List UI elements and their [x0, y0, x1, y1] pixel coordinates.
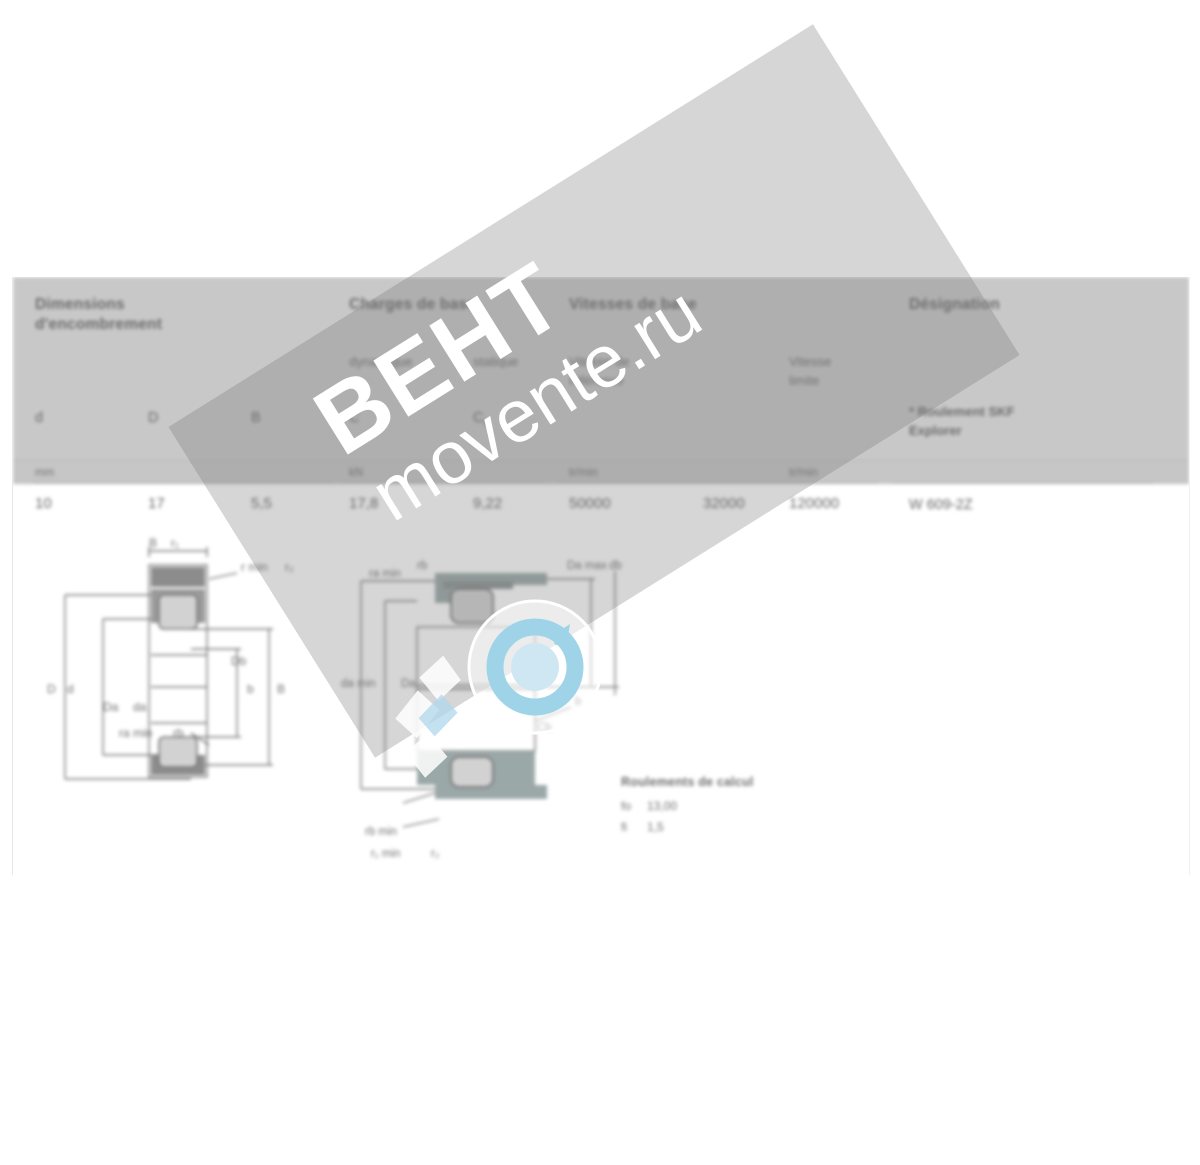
label-rb: rb — [173, 726, 184, 740]
cell-C0: 9,22 — [473, 495, 503, 512]
row-rule-charges — [343, 482, 543, 483]
bearing-mounting-drawing: ra min rb da min Da Da max db b Cb rb mi… — [339, 535, 639, 865]
unit-trmin-reference: tr/min — [569, 467, 598, 479]
group-title-dimensions-line1: Dimensions — [35, 296, 125, 313]
sublabel-statique: statique — [473, 354, 519, 369]
cell-B: 5,5 — [251, 495, 272, 512]
calc-note-block: Roulements de calcul fo 13,00 fi 1,5 — [621, 775, 754, 838]
sublabel-vitesse-reference-1: Vitesse de — [569, 354, 630, 369]
bearing-cross-section-drawing: B r₁ r min r₂ D d Da da ra min rb Db b B — [41, 537, 321, 797]
bearing-mounting-svg: ra min rb da min Da Da max db b Cb rb mi… — [341, 560, 622, 860]
symbol-d: d — [35, 410, 44, 426]
m-label-Cb: Cb — [537, 722, 552, 734]
sublabel-vitesse-limite-2: limite — [789, 373, 820, 388]
m-label-r2: r₂ — [431, 848, 439, 860]
symbol-B: B — [251, 410, 261, 426]
print-scan-layer: Dimensions d'encombrement Charges de bas… — [13, 277, 1189, 875]
m-label-da-min: da min — [341, 678, 376, 690]
designation-note-line2: Explorer — [909, 422, 962, 438]
group-title-dimensions-line2: d'encombrement — [35, 316, 163, 334]
sublabel-dynamique: dynamique — [349, 354, 413, 369]
label-r-min: r min — [241, 560, 268, 574]
label-D: D — [47, 682, 56, 696]
label-Da: Da — [103, 700, 119, 714]
calc-note-title: Roulements de calcul — [621, 775, 754, 789]
label-Cb: B — [277, 682, 285, 696]
m-label-rb-min: rb min — [365, 826, 397, 838]
symbol-D: D — [148, 410, 159, 426]
cell-designation: W 609-2Z — [909, 497, 973, 513]
label-b: b — [247, 682, 254, 696]
unit-trmin-limite: tr/min — [789, 467, 818, 479]
cell-n-extra: 120000 — [789, 495, 840, 512]
designation-note-line1: * Roulement SKF — [909, 404, 1015, 419]
symbol-C: C — [349, 410, 360, 426]
cell-vitesse-limite: 32000 — [703, 495, 745, 512]
cell-vitesse-reference: 50000 — [569, 495, 611, 512]
unit-kN: kN — [349, 467, 364, 479]
table-header-band — [13, 277, 1189, 484]
group-title-designation: Désignation — [909, 295, 1149, 315]
m-label-Da-max: Da max — [567, 560, 607, 572]
calc-note-row-1: fi 1,5 — [621, 817, 754, 838]
row-rule-dimensions — [33, 482, 333, 483]
row-rule-vitesses — [558, 482, 878, 483]
label-ra-min: ra min — [119, 726, 152, 740]
label-Db: Db — [231, 654, 247, 668]
label-d: d — [67, 682, 74, 696]
header-bottom-rule — [13, 460, 1189, 461]
calc-note-value-0: 13,00 — [647, 799, 678, 813]
table-units-band — [13, 461, 1189, 484]
unit-mm: mm — [35, 467, 55, 479]
group-title-charges: Charges de base — [349, 295, 559, 315]
group-title-vitesses: Vitesses de base — [569, 295, 799, 315]
m-label-b: b — [575, 696, 581, 708]
symbol-C0-sub: 0 — [483, 417, 489, 429]
calc-note-symbol-0: fo — [621, 799, 632, 813]
catalog-table-card: Dimensions d'encombrement Charges de bas… — [12, 277, 1190, 875]
label-r1: r₁ — [171, 537, 179, 550]
symbol-C0-base: C — [473, 410, 484, 426]
label-da: da — [133, 700, 147, 714]
group-title-charges-line1: Charges de base — [349, 296, 477, 313]
symbol-C0: C0 — [473, 410, 489, 429]
m-label-r-min2: r₁ min — [371, 848, 400, 860]
m-label-rb: rb — [417, 560, 427, 572]
m-label-db: db — [609, 560, 622, 572]
cell-C: 17,8 — [349, 495, 379, 512]
m-label-ra-min: ra min — [369, 568, 401, 580]
label-B: B — [149, 537, 157, 550]
group-title-dimensions: Dimensions d'encombrement — [35, 295, 335, 336]
m-label-Da: Da — [401, 678, 416, 690]
sublabel-vitesse-reference-2: référence — [569, 373, 624, 388]
cell-D: 17 — [148, 495, 165, 512]
units-bottom-rule — [13, 483, 1189, 484]
row-rule-designation — [893, 482, 1153, 483]
label-r2: r₂ — [285, 560, 294, 574]
calc-note-row-0: fo 13,00 — [621, 796, 754, 817]
designation-note: * Roulement SKF Explorer — [909, 403, 1159, 441]
cell-d: 10 — [35, 495, 52, 512]
calc-note-symbol-1: fi — [621, 820, 627, 834]
calc-note-value-1: 1,5 — [647, 820, 664, 834]
bearing-cross-section-svg: B r₁ r min r₂ D d Da da ra min rb Db b B — [47, 537, 294, 780]
group-title-vitesses-line1: Vitesses de base — [569, 296, 697, 313]
group-title-designation-line1: Désignation — [909, 296, 1000, 313]
sublabel-vitesse-limite-1: Vitesse — [789, 354, 832, 369]
